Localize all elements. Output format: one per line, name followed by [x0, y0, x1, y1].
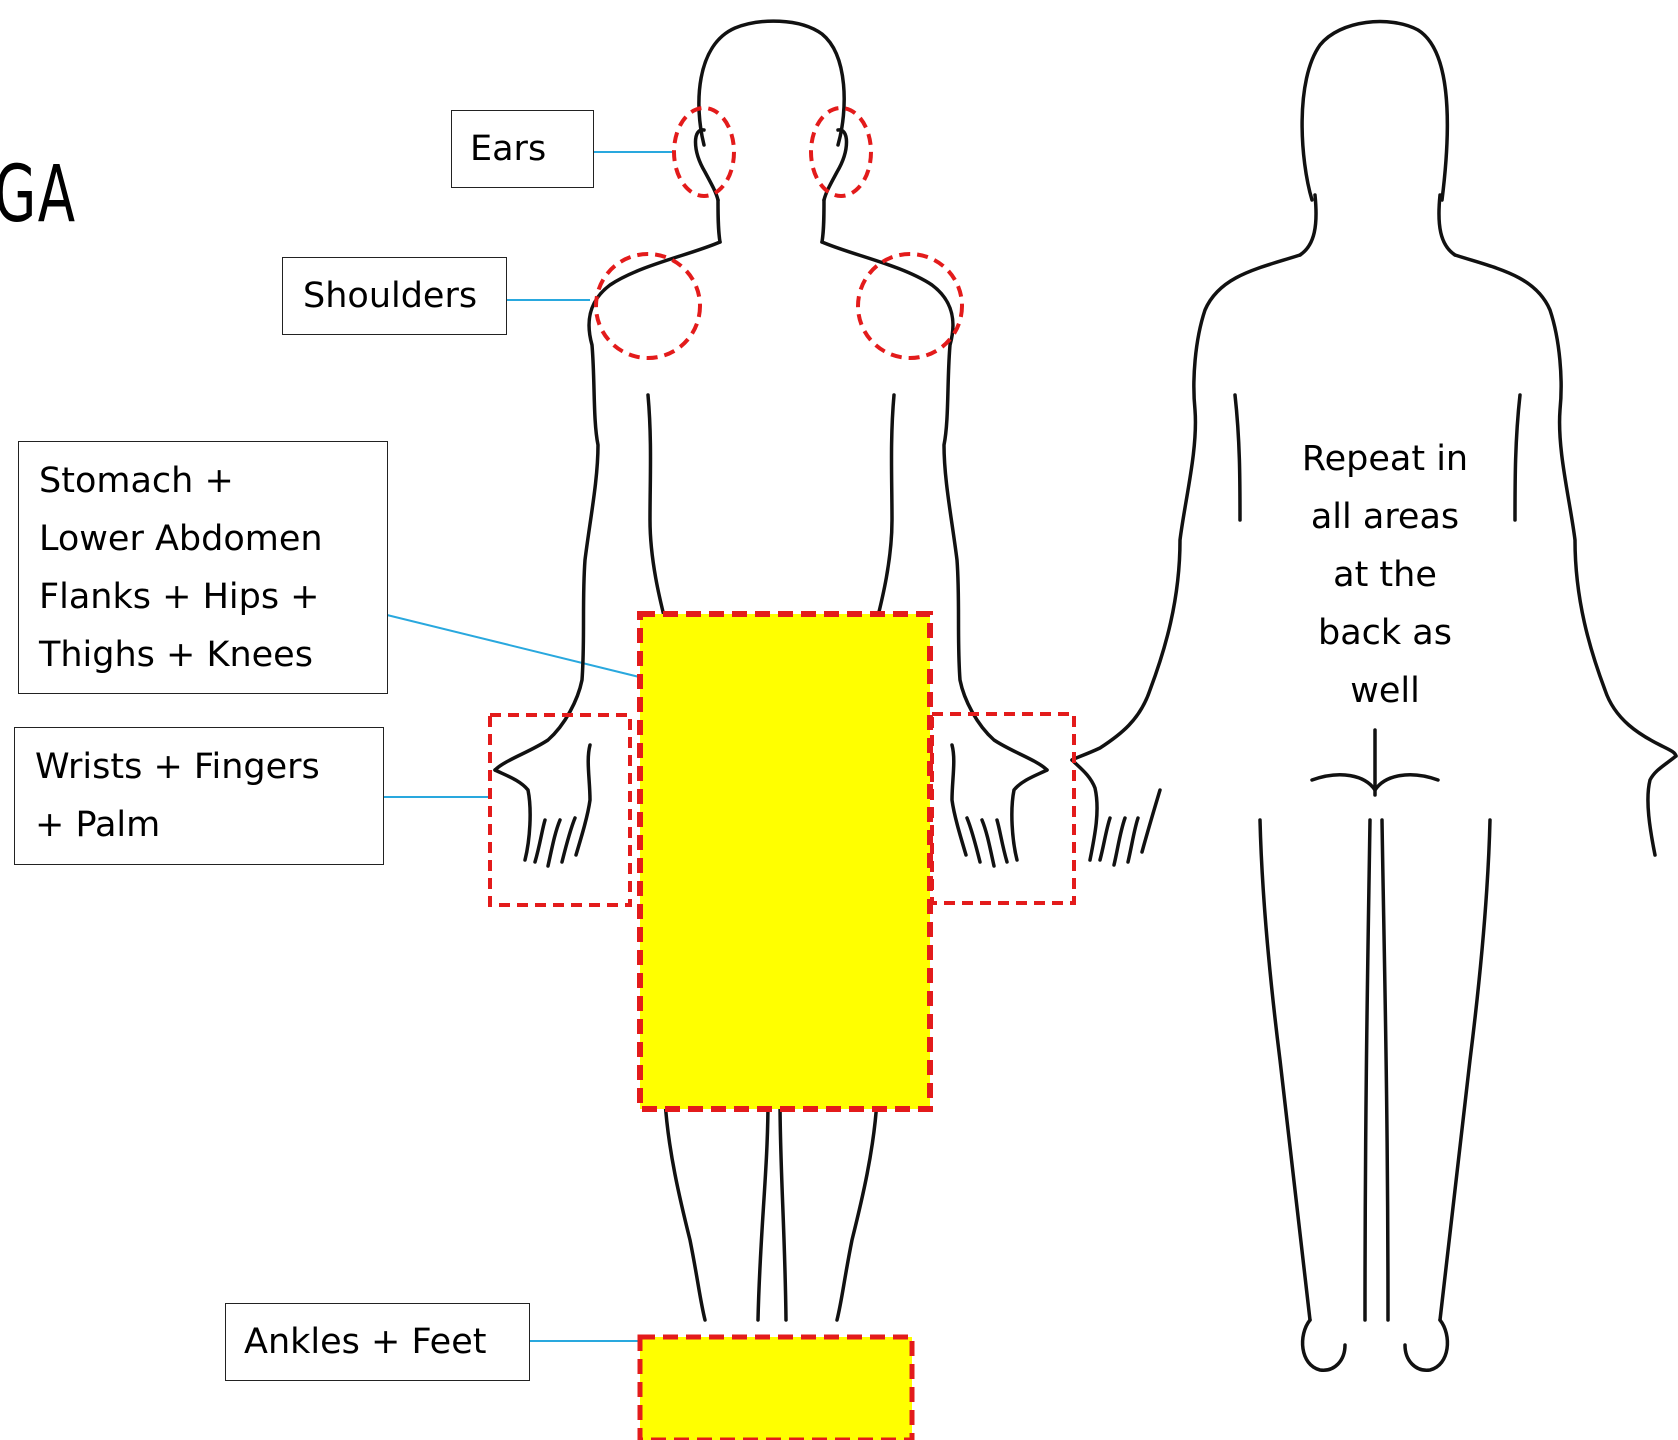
- wrists-label: Wrists + Fingers + Palm: [14, 727, 384, 865]
- back-note-line-5: well: [1270, 662, 1500, 720]
- ears-label-text: Ears: [470, 123, 575, 175]
- shoulder-right-highlight: [858, 254, 962, 358]
- wrists-label-line-2: + Palm: [35, 796, 363, 854]
- ankles-label: Ankles + Feet: [225, 1303, 530, 1381]
- stomach-thighs-highlight: [640, 614, 930, 1109]
- stomach-connector: [387, 615, 672, 685]
- shoulder-left-highlight: [596, 254, 700, 358]
- back-note-line-3: at the: [1270, 546, 1500, 604]
- shoulders-label: Shoulders: [282, 257, 507, 335]
- stomach-label-line-3: Flanks + Hips +: [39, 568, 367, 626]
- highlight-regions: [490, 108, 1074, 1440]
- wrists-label-line-1: Wrists + Fingers: [35, 738, 363, 796]
- ankles-label-text: Ankles + Feet: [244, 1316, 511, 1368]
- shoulders-label-text: Shoulders: [303, 270, 486, 322]
- stomach-label-line-1: Stomach +: [39, 452, 367, 510]
- ear-left-highlight: [674, 108, 734, 196]
- stomach-label-line-4: Thighs + Knees: [39, 626, 367, 684]
- ears-label: Ears: [451, 110, 594, 188]
- stomach-label: Stomach + Lower Abdomen Flanks + Hips + …: [18, 441, 388, 694]
- back-note: Repeat in all areas at the back as well: [1270, 430, 1500, 720]
- back-note-line-4: back as: [1270, 604, 1500, 662]
- ear-right-highlight: [811, 108, 871, 196]
- ankles-feet-highlight: [640, 1337, 912, 1440]
- back-note-line-1: Repeat in: [1270, 430, 1500, 488]
- stomach-label-line-2: Lower Abdomen: [39, 510, 367, 568]
- wrist-left-highlight: [490, 715, 630, 905]
- back-note-line-2: all areas: [1270, 488, 1500, 546]
